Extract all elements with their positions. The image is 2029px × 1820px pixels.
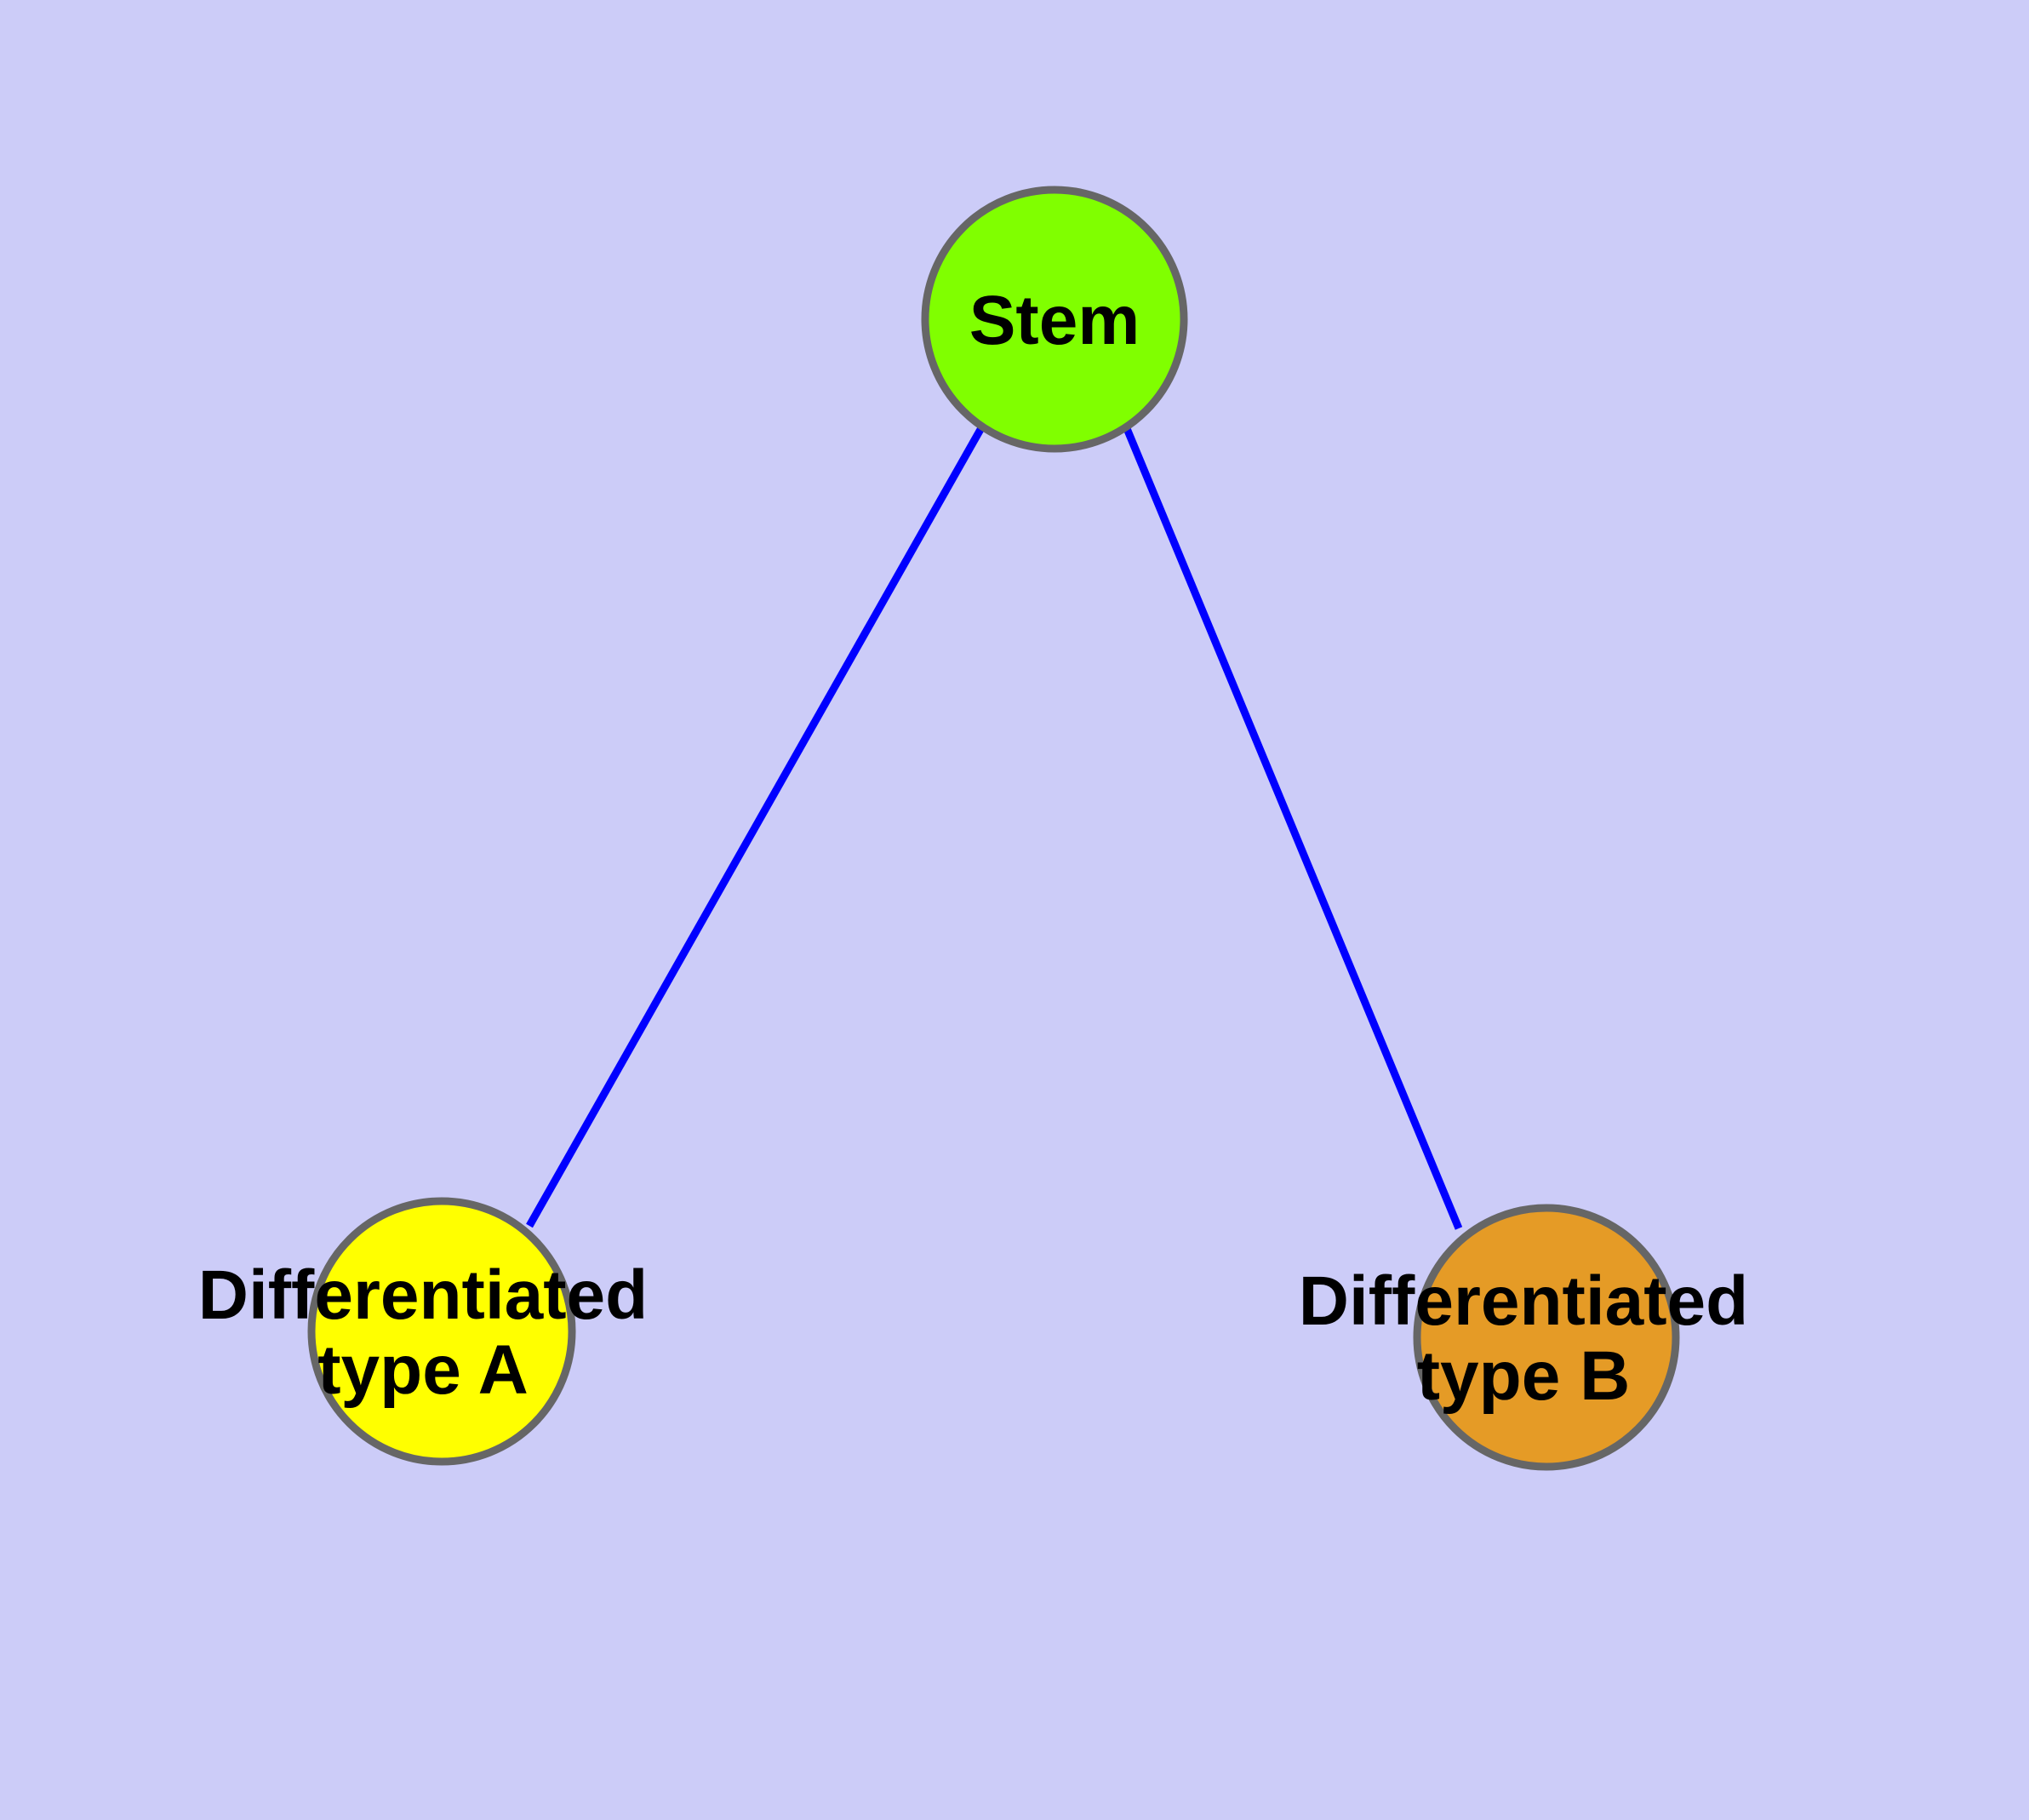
node-diff_a[interactable] [307, 1197, 576, 1466]
edge-stem-to-b[interactable] [1122, 425, 1463, 1230]
node-label-stem: Stem [969, 282, 1140, 359]
node-diff_b[interactable] [1413, 1204, 1680, 1471]
node-label-line: Differentiated [198, 1256, 649, 1334]
node-stem[interactable] [921, 186, 1188, 453]
node-label-line: type B [1417, 1337, 1631, 1415]
node-label-line: Differentiated [1299, 1262, 1749, 1340]
node-label-line: type A [317, 1331, 529, 1409]
edge-stem-to-a[interactable] [526, 424, 986, 1228]
edges-layer [526, 424, 1463, 1230]
node-label-line: Stem [969, 282, 1140, 359]
nodes-layer [307, 186, 1680, 1471]
